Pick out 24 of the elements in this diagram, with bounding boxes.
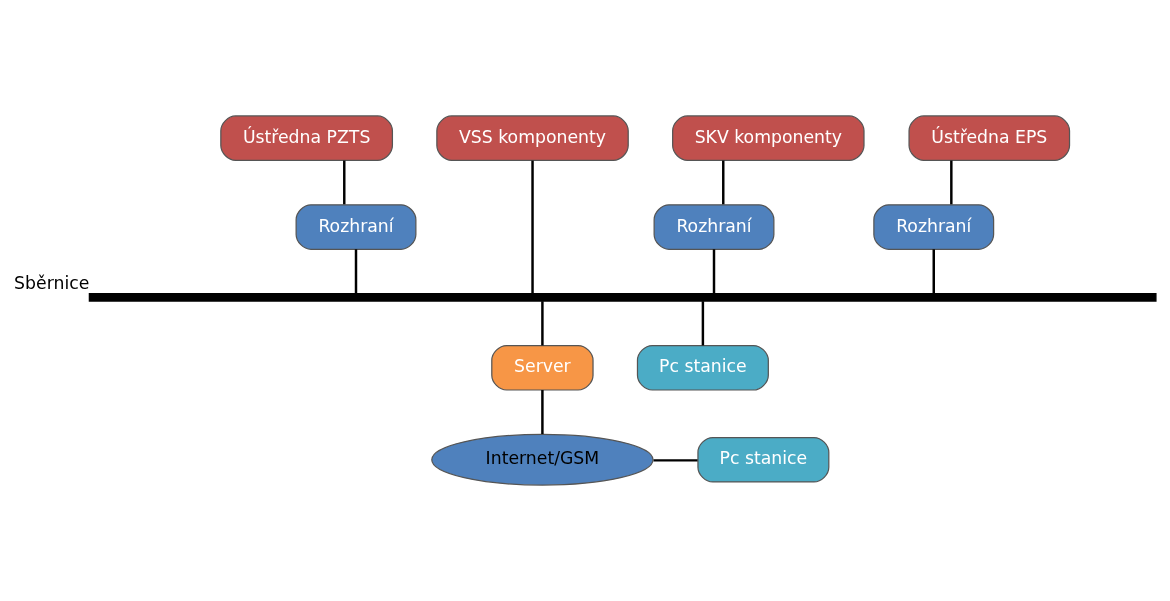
node-box: Pc stanice — [697, 436, 830, 483]
node-box: Ústředna EPS — [908, 115, 1071, 161]
node-box: Pc stanice — [636, 344, 769, 391]
node-box: SKV komponenty — [672, 115, 865, 161]
node-box: Ústředna PZTS — [220, 115, 394, 161]
node-box: Rozhraní — [873, 204, 995, 250]
connector — [541, 390, 544, 435]
node-box: Rozhraní — [295, 204, 417, 250]
node-label: Sběrnice — [14, 273, 90, 294]
connector — [541, 301, 544, 346]
node-box: VSS komponenty — [436, 115, 629, 161]
connector — [653, 459, 698, 462]
connector — [932, 249, 935, 294]
connector — [701, 301, 705, 346]
node-box: Server — [491, 344, 594, 391]
node-box: Rozhraní — [653, 204, 775, 250]
connector — [712, 249, 716, 294]
connector — [531, 160, 534, 294]
connector — [354, 249, 358, 294]
connector — [343, 160, 346, 205]
node-bar — [88, 293, 1157, 302]
connector — [950, 160, 953, 205]
connector — [722, 160, 725, 205]
node-ellipse: Internet/GSM — [431, 433, 654, 486]
